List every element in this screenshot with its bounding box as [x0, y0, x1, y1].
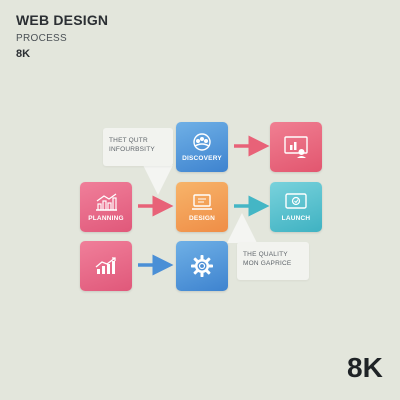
- tile-planning[interactable]: PLANNING: [80, 182, 132, 232]
- presentation-icon: [284, 136, 308, 158]
- gear-icon: [191, 255, 213, 277]
- tile-design[interactable]: DESIGN: [176, 182, 228, 232]
- page-subtitle: PROCESS: [16, 33, 68, 44]
- laptop-icon: [192, 194, 212, 210]
- note-2-line-1: THE QUALITY: [243, 251, 288, 258]
- tile-design-label: DESIGN: [188, 215, 216, 222]
- tile-discovery-label: DISCOVERY: [182, 155, 222, 162]
- tile-planning-label: PLANNING: [88, 215, 124, 222]
- resolution-tag: 8K: [16, 48, 31, 60]
- resolution-badge: 8K: [347, 352, 383, 383]
- tile-presentation[interactable]: [270, 122, 322, 172]
- growth-chart-icon: [95, 257, 116, 274]
- note-quality-1: THET QUTR INFOURBSITY: [103, 128, 173, 166]
- tile-launch-label: LAUNCH: [281, 215, 311, 222]
- tile-growth[interactable]: [80, 241, 132, 291]
- note-quality-2: THE QUALITY MON GAPRICE: [237, 242, 309, 280]
- note-1-line-2: INFOURBSITY: [109, 146, 155, 153]
- note-2-line-2: MON GAPRICE: [243, 260, 292, 267]
- page-title: WEB DESIGN: [16, 12, 109, 28]
- bar-chart-icon: [96, 193, 117, 211]
- tile-discovery[interactable]: DISCOVERY: [176, 122, 228, 172]
- note-1-line-1: THET QUTR: [109, 137, 148, 144]
- tile-launch[interactable]: LAUNCH: [270, 182, 322, 232]
- team-icon: [193, 133, 211, 151]
- tile-settings[interactable]: [176, 241, 228, 291]
- monitor-icon: [285, 193, 307, 209]
